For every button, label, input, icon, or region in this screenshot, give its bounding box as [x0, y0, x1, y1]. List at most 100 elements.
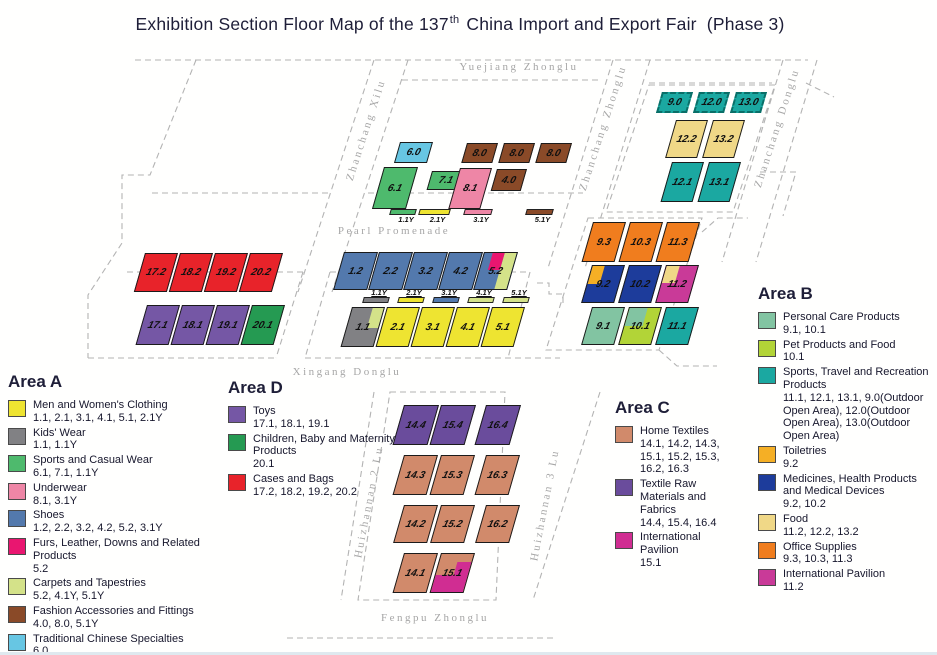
hall-label: 19.1: [216, 319, 240, 331]
hall-13.0: 13.0: [729, 92, 767, 113]
legend-category-name: Medicines, Health Products and Medical D…: [783, 472, 917, 498]
legend-category-name: Children, Baby and Maternity Products: [253, 432, 395, 458]
legend-category-name: Shoes: [33, 509, 65, 522]
strip-1.1Y-below: 1.1Y: [389, 209, 422, 224]
hall-label: 4.1: [459, 321, 477, 333]
hall-label: 5.1: [494, 321, 512, 333]
legend-swatch: [615, 426, 633, 443]
legend-item: Furs, Leather, Downs and Related Product…: [8, 537, 226, 575]
hall-16.2: 16.2: [475, 505, 520, 543]
legend-hall-numbers: 14.1, 14.2, 14.3, 15.1, 15.2, 15.3, 16.2…: [640, 437, 720, 476]
hall-label: 9.3: [595, 236, 613, 248]
legend-hall-numbers: 4.0, 8.0, 5.1Y: [33, 617, 99, 630]
legend-category-name: Home Textiles: [640, 425, 709, 437]
hall-label: 18.1: [181, 319, 205, 331]
strip-2.1Y-above: 2.1Y: [397, 288, 430, 303]
legend-category-name: International Pavilion: [783, 568, 886, 581]
hall-label: 9.0: [665, 97, 684, 108]
hall-11.2: 11.2: [655, 265, 699, 303]
hall-12.1: 12.1: [660, 162, 704, 202]
legend-hall-numbers: 9.2: [783, 457, 799, 470]
hall-8.0: 8.0: [535, 143, 572, 163]
title-suffix: China Import and Export Fair (Phase 3): [461, 14, 785, 34]
hall-label: 11.1: [666, 320, 688, 332]
legend-hall-numbers: 6.0: [33, 645, 49, 655]
hall-label: 15.1: [440, 567, 464, 579]
strip-3.1Y-above: 3.1Y: [432, 288, 465, 303]
strip-5.1Y-below: 5.1Y: [525, 209, 559, 224]
hall-10.2: 10.2: [618, 265, 662, 303]
legend-swatch: [8, 510, 26, 528]
street-label-zhanchang-xilu: Zhanchang Xilu: [343, 77, 389, 183]
hall-16.3: 16.3: [474, 455, 520, 495]
legend-category-name: Food: [783, 512, 809, 525]
legend-swatch: [228, 433, 246, 451]
hall-label: 10.3: [629, 236, 653, 248]
hall-label: 2.2: [382, 265, 400, 277]
legend-hall-numbers: 9.2, 10.2: [783, 498, 826, 511]
legend-swatch: [8, 427, 26, 445]
strip-bar: [389, 209, 417, 215]
legend-area-a-title: Area A: [8, 372, 63, 391]
legend-swatch: [615, 479, 633, 497]
hall-label: 10.1: [628, 320, 652, 332]
street-label-zhanchang-donglu: Zhanchang Donglu: [752, 66, 802, 190]
hall-label: 16.4: [486, 419, 510, 431]
legend-swatch: [758, 445, 776, 463]
street-label-xingang-donglu: Xingang Donglu: [292, 366, 402, 378]
street-label-yuejiang-zhonglu: Yuejiang Zhonglu: [459, 61, 579, 73]
legend-swatch: [8, 455, 26, 473]
hall-label: 4.0: [500, 174, 518, 186]
legend-hall-numbers: 15.1: [640, 556, 662, 569]
hall-6.0: 6.0: [393, 142, 433, 163]
strip-2.1Y-below: 2.1Y: [418, 209, 456, 224]
hall-label: 12.2: [675, 133, 698, 145]
legend-hall-numbers: 9.1, 10.1: [783, 323, 826, 336]
legend-swatch: [615, 532, 633, 550]
street-label-zhanchang-zhonglu: Zhanchang Zhonglu: [576, 63, 630, 193]
legend-category-name: Underwear: [33, 481, 87, 494]
legend-hall-numbers: 17.2, 18.2, 19.2, 20.2: [253, 485, 357, 498]
street-label-pearl-promenade: Pearl Promenade: [337, 225, 451, 237]
hall-label: 13.0: [737, 97, 760, 108]
title-prefix: Exhibition Section Floor Map of the 137: [135, 14, 449, 34]
legend-swatch: [758, 312, 776, 329]
strip-label: 5.1Y: [511, 288, 527, 297]
strip-bar: [397, 297, 425, 303]
legend-swatch: [8, 537, 26, 555]
strip-label: 1.1Y: [398, 215, 414, 224]
hall-label: 10.2: [628, 278, 652, 290]
hall-label: 14.2: [404, 518, 427, 530]
hall-label: 12.1: [670, 176, 694, 188]
legend-hall-numbers: 20.1: [253, 458, 275, 471]
legend-hall-numbers: 9.3, 10.3, 11.3: [783, 553, 853, 566]
hall-label: 14.1: [403, 567, 427, 579]
hall-label: 13.2: [712, 133, 735, 145]
legend-hall-numbers: 5.2: [33, 562, 49, 575]
hall-9.1: 9.1: [581, 307, 625, 345]
hall-label: 16.3: [485, 469, 509, 481]
legend-hall-numbers: 10.1: [783, 351, 805, 364]
strip-label: 3.1Y: [473, 215, 489, 224]
hall-label: 15.3: [440, 469, 464, 481]
legend-category-name: Toiletries: [783, 444, 827, 457]
legend-hall-numbers: 5.2, 4.1Y, 5.1Y: [33, 590, 105, 603]
